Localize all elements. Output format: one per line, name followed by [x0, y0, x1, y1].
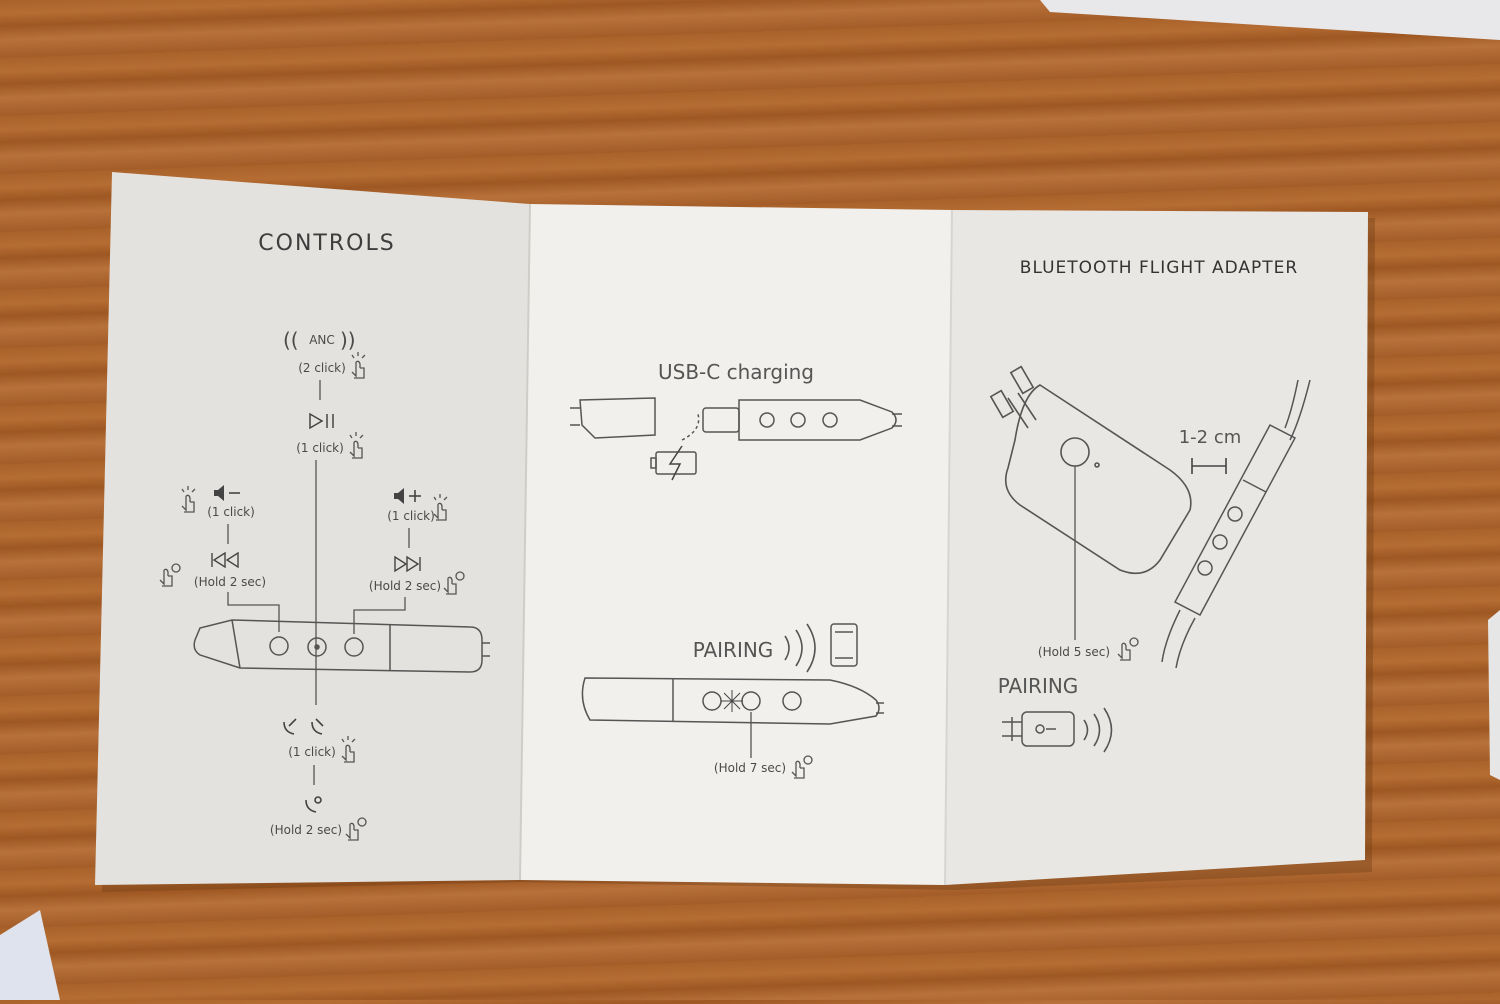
- adapter-pairing-icon: [1002, 711, 1075, 747]
- volume-down-icon: [214, 485, 240, 501]
- previous-action: (Hold 2 sec): [194, 575, 266, 589]
- paper-scrap-bottom-left: [0, 910, 60, 1000]
- usb-cable-drawing: [570, 397, 656, 439]
- call-reject-action: (Hold 2 sec): [270, 823, 342, 837]
- distance-label: 1-2 cm: [1179, 427, 1242, 448]
- call-end-icon: [311, 718, 324, 735]
- adapter-title: BLUETOOTH FLIGHT ADAPTER: [1020, 258, 1298, 278]
- anc-action: (2 click): [298, 361, 346, 375]
- hold-hand-icon: [791, 755, 813, 779]
- remote-control-drawing: [193, 619, 490, 673]
- battery-charging-icon: [650, 413, 700, 481]
- previous-track-icon: [211, 551, 239, 569]
- tap-hand-icon: [433, 494, 448, 521]
- left-panel: [95, 172, 530, 885]
- fold-line-left: [519, 203, 531, 881]
- tap-hand-icon: [351, 352, 366, 379]
- fold-line-right: [944, 209, 953, 886]
- pairing-label: PAIRING: [693, 638, 774, 662]
- next-connector: [353, 597, 406, 634]
- call-answer-action: (1 click): [288, 745, 336, 759]
- hold-hand-icon: [345, 817, 367, 841]
- tap-hand-icon: [181, 486, 196, 513]
- hold-hand-icon: [159, 563, 181, 587]
- paper-scrap-top-right: [1040, 0, 1500, 40]
- next-action: (Hold 2 sec): [369, 579, 441, 593]
- flight-adapter-drawing: [989, 365, 1192, 575]
- pairing-remote-drawing: [581, 677, 884, 725]
- usb-charging-label: USB-C charging: [658, 360, 814, 384]
- call-reject-icon: [305, 796, 322, 813]
- anc-close-paren: )): [340, 328, 356, 352]
- distance-marker-icon: [1191, 458, 1227, 474]
- call-answer-icon: [283, 718, 297, 735]
- play-pause-action: (1 click): [296, 441, 344, 455]
- volume-up-action: (1 click): [387, 509, 435, 523]
- hold-hand-icon: [1117, 637, 1139, 661]
- headphone-remote-cable-drawing: [1161, 379, 1311, 669]
- volume-up-icon: [394, 488, 421, 504]
- pairing-hold-text: (Hold 7 sec): [714, 761, 786, 775]
- signal-waves-icon: [784, 623, 816, 673]
- tap-hand-icon: [341, 736, 356, 763]
- controls-title: CONTROLS: [258, 231, 395, 256]
- right-panel: [945, 210, 1368, 885]
- volume-down-action: (1 click): [207, 505, 255, 519]
- adapter-pairing-label: PAIRING: [998, 674, 1079, 698]
- anc-label: ANC: [309, 333, 335, 347]
- next-track-icon: [394, 555, 421, 573]
- adapter-hold-text: (Hold 5 sec): [1038, 645, 1110, 659]
- signal-waves-icon: [1083, 707, 1113, 753]
- tap-hand-icon: [349, 432, 364, 459]
- middle-panel: [520, 204, 952, 885]
- previous-connector: [227, 592, 280, 632]
- hold-hand-icon: [443, 571, 465, 595]
- paper-scrap-right-edge: [1488, 610, 1500, 780]
- anc-open-paren: ((: [283, 328, 299, 352]
- usb-c-plug-drawing: [702, 399, 902, 441]
- smartphone-icon: [830, 623, 858, 667]
- play-pause-icon: [309, 412, 334, 430]
